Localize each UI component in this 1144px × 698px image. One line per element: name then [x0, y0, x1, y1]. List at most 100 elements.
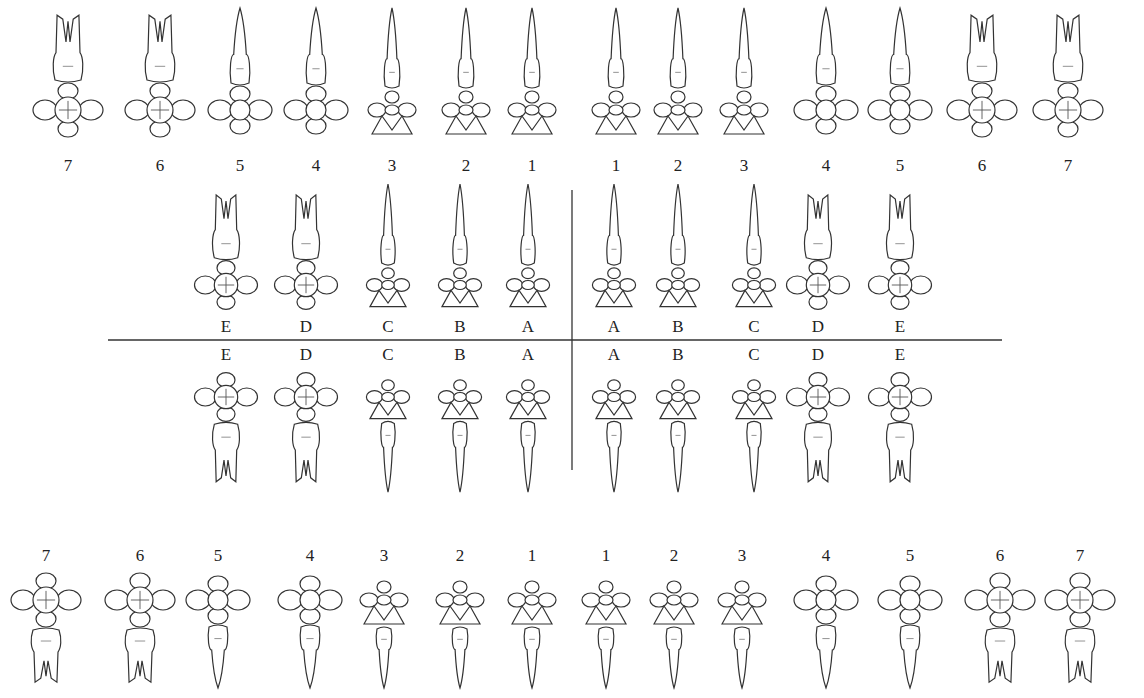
surface-chart — [105, 573, 175, 627]
tooth-number: 1 — [528, 157, 537, 174]
cusp-lines — [892, 389, 908, 405]
surface — [382, 380, 395, 391]
surface — [208, 590, 228, 610]
pulp-mark — [301, 243, 310, 244]
tooth-number: D — [812, 346, 824, 363]
pulp-mark — [525, 249, 530, 250]
tooth-outline — [671, 421, 685, 492]
surface — [538, 593, 556, 607]
surface — [732, 391, 748, 404]
tooth-outline — [816, 625, 836, 688]
surface-chart — [794, 86, 858, 134]
cusp-lines — [973, 101, 991, 119]
surface — [806, 273, 829, 296]
surface — [806, 385, 829, 408]
pulp-mark — [603, 639, 609, 640]
surface — [748, 380, 761, 391]
tooth-number: A — [608, 318, 620, 335]
surface-chart — [869, 373, 932, 422]
surface — [1011, 590, 1035, 610]
surface — [195, 388, 217, 406]
tooth-number: E — [221, 346, 231, 363]
tooth-outline — [230, 8, 250, 85]
cusp-lines — [37, 591, 55, 609]
cusp-lines — [1071, 591, 1089, 609]
surface — [316, 276, 338, 294]
tooth-outline — [384, 8, 400, 88]
surface — [794, 590, 818, 610]
tooth-outline — [666, 627, 682, 688]
tooth-outline — [521, 184, 535, 265]
surface — [385, 91, 399, 103]
surface — [667, 581, 681, 593]
surface — [385, 105, 399, 115]
surface-chart — [794, 576, 858, 624]
surface — [735, 595, 749, 605]
surface — [398, 103, 416, 117]
surface-chart — [732, 268, 775, 307]
surface — [683, 279, 699, 292]
tooth-outline — [607, 184, 621, 265]
surface — [586, 606, 626, 624]
surface — [436, 593, 454, 607]
surface — [459, 105, 473, 115]
surface-chart — [787, 373, 850, 422]
tooth-outline — [816, 8, 836, 85]
surface — [438, 279, 454, 292]
surface-chart — [965, 573, 1035, 627]
tooth-number: B — [672, 318, 683, 335]
surface — [888, 385, 911, 408]
surface — [522, 268, 535, 279]
surface — [370, 290, 406, 306]
surface — [735, 581, 749, 593]
pulp-mark — [312, 68, 319, 69]
pulp-mark — [896, 68, 903, 69]
surface-chart — [582, 581, 630, 624]
pulp-mark — [63, 66, 73, 67]
tooth-number: 6 — [156, 157, 165, 174]
tooth-outline — [985, 628, 1015, 682]
surface — [1079, 100, 1103, 120]
pulp-mark — [306, 638, 313, 639]
tooth-number: 6 — [996, 547, 1005, 564]
surface — [656, 279, 672, 292]
surface-chart — [278, 576, 342, 624]
surface — [890, 100, 910, 120]
tooth-number: C — [382, 318, 393, 335]
tooth-number: 3 — [388, 157, 397, 174]
surface — [366, 391, 382, 404]
pulp-mark — [236, 68, 243, 69]
tooth-outline — [900, 625, 920, 688]
surface — [671, 91, 685, 103]
tooth-outline — [886, 422, 913, 482]
surface — [656, 391, 672, 404]
surface — [79, 100, 103, 120]
surface — [171, 100, 195, 120]
surface — [592, 391, 608, 404]
surface — [667, 595, 681, 605]
surface — [947, 100, 971, 120]
surface — [506, 279, 522, 292]
surface — [878, 590, 902, 610]
tooth-outline — [306, 8, 326, 85]
surface — [608, 268, 621, 279]
pulp-mark — [741, 72, 747, 73]
surface — [965, 590, 989, 610]
pulp-mark — [1075, 641, 1085, 642]
surface — [684, 103, 702, 117]
pulp-mark — [611, 435, 616, 436]
surface — [512, 116, 552, 134]
surface-chart — [592, 380, 635, 419]
surface — [748, 593, 766, 607]
pulp-mark — [155, 66, 165, 67]
surface — [275, 276, 297, 294]
surface — [214, 273, 237, 296]
surface — [525, 581, 539, 593]
pulp-mark — [895, 243, 904, 244]
surface — [393, 391, 409, 404]
surface — [619, 279, 635, 292]
surface — [671, 105, 685, 115]
surface — [275, 388, 297, 406]
tooth-number: 4 — [822, 547, 831, 564]
tooth-outline — [125, 628, 155, 682]
